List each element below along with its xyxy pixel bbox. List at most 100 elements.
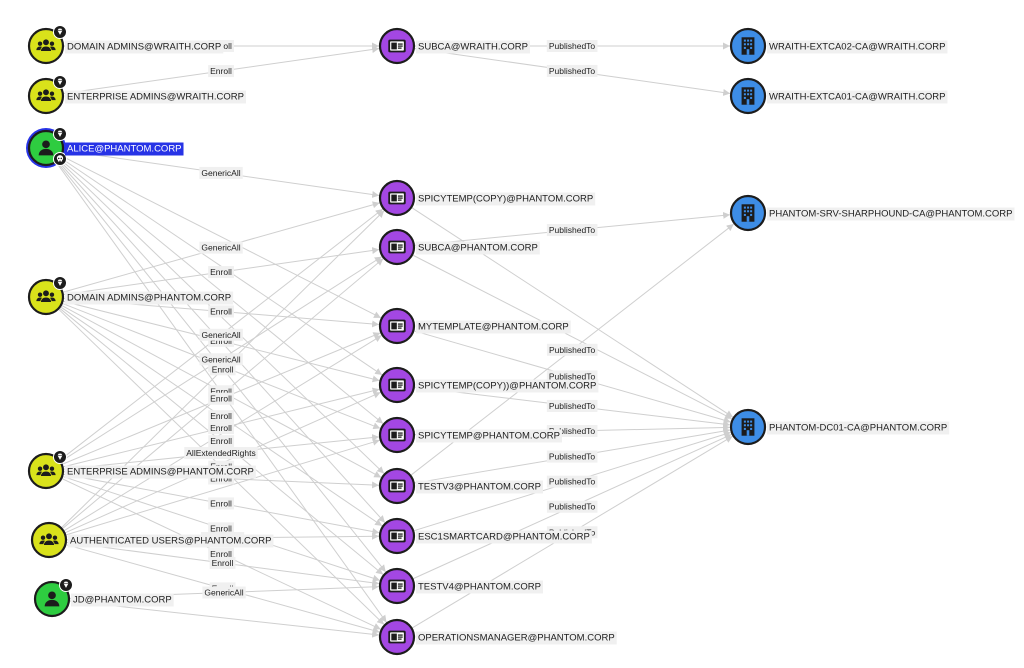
- node-spicytemp-phantom-corp[interactable]: SPICYTEMP@PHANTOM.CORP: [378, 416, 562, 454]
- edge-label-background: [202, 586, 246, 599]
- node-wraith-extca02-ca-wraith-corp[interactable]: WRAITH-EXTCA02-CA@WRAITH.CORP: [729, 27, 948, 65]
- edge-label-background: [546, 450, 598, 463]
- node-wraith-extca01-ca-wraith-corp[interactable]: WRAITH-EXTCA01-CA@WRAITH.CORP: [729, 77, 948, 115]
- node-label-background: [68, 534, 274, 548]
- node-label-background: [416, 580, 543, 594]
- node-label-background: [416, 480, 543, 494]
- gem-icon: [59, 578, 73, 592]
- node-label-text: DOMAIN ADMINS@WRAITH.CORP: [67, 42, 221, 53]
- node-label-text: SUBCA@PHANTOM.CORP: [418, 243, 538, 254]
- node-label: AUTHENTICATED USERS@PHANTOM.CORP: [68, 534, 274, 548]
- node-spicytemp-copy-phantom-corp[interactable]: SPICYTEMP(COPY)@PHANTOM.CORP: [378, 179, 596, 217]
- edge-label-enroll: Enroll: [208, 305, 234, 318]
- node-label: WRAITH-EXTCA02-CA@WRAITH.CORP: [767, 40, 948, 54]
- node-label-background: [65, 40, 224, 54]
- node-label: SUBCA@PHANTOM.CORP: [416, 241, 540, 255]
- edge-auth_users-to-spicytemp[interactable]: [65, 438, 380, 536]
- node-label: ENTERPRISE ADMINS@PHANTOM.CORP: [65, 465, 256, 479]
- edge-subca_phantom-to-dc01_ca[interactable]: [411, 254, 733, 420]
- edge-label-publishedto: PublishedTo: [546, 64, 598, 77]
- node-phantom-srv-sharphound-ca-phantom-corp[interactable]: PHANTOM-SRV-SHARPHOUND-CA@PHANTOM.CORP: [729, 194, 1015, 232]
- id-card-icon: [388, 479, 406, 493]
- node-label-text: OPERATIONSMANAGER@PHANTOM.CORP: [418, 633, 615, 644]
- id-card-icon: [388, 579, 406, 593]
- node-label-text: WRAITH-EXTCA02-CA@WRAITH.CORP: [769, 42, 945, 53]
- edge-label-background: [184, 447, 258, 460]
- node-domain-admins-phantom-corp[interactable]: DOMAIN ADMINS@PHANTOM.CORP: [27, 276, 234, 316]
- node-label: DOMAIN ADMINS@WRAITH.CORP: [65, 40, 224, 54]
- edge-label-enroll: Enroll: [209, 556, 236, 569]
- edge-label-text: AllExtendedRights: [186, 448, 255, 458]
- edge-label-text: GenericAll: [204, 588, 243, 598]
- edge-label-genericall: GenericAll: [202, 586, 246, 599]
- node-label: SPICYTEMP(COPY))@PHANTOM.CORP: [416, 379, 599, 393]
- edge-label-background: [208, 266, 234, 279]
- node-label: SPICYTEMP(COPY)@PHANTOM.CORP: [416, 192, 596, 206]
- id-card-icon: [388, 240, 406, 254]
- edge-label-text: Enroll: [210, 267, 232, 277]
- edge-label-background: [546, 343, 598, 356]
- node-testv4-phantom-corp[interactable]: TESTV4@PHANTOM.CORP: [378, 567, 543, 605]
- node-spicytemp-copy-phantom-corp[interactable]: SPICYTEMP(COPY))@PHANTOM.CORP: [378, 366, 599, 404]
- edge-label-text: PublishedTo: [549, 345, 596, 355]
- edge-label-background: [209, 556, 236, 569]
- node-authenticated-users-phantom-corp[interactable]: AUTHENTICATED USERS@PHANTOM.CORP: [30, 521, 274, 559]
- node-mytemplate-phantom-corp[interactable]: MYTEMPLATE@PHANTOM.CORP: [378, 307, 571, 345]
- node-operationsmanager-phantom-corp[interactable]: OPERATIONSMANAGER@PHANTOM.CORP: [378, 618, 617, 656]
- edge-label-genericall: GenericAll: [199, 353, 243, 366]
- node-label-background: [767, 421, 950, 435]
- node-enterprise-admins-phantom-corp[interactable]: ENTERPRISE ADMINS@PHANTOM.CORP: [27, 450, 256, 490]
- node-label-text: SPICYTEMP(COPY))@PHANTOM.CORP: [418, 381, 596, 392]
- edge-label-text: PublishedTo: [549, 401, 596, 411]
- node-circle: [27, 27, 65, 65]
- id-card-icon: [388, 39, 406, 53]
- node-testv3-phantom-corp[interactable]: TESTV3@PHANTOM.CORP: [378, 467, 543, 505]
- edge-label-background: [208, 305, 234, 318]
- node-circle: [27, 452, 65, 490]
- edge-label-enroll: Enroll: [208, 522, 235, 535]
- node-enterprise-admins-wraith-corp[interactable]: ENTERPRISE ADMINS@WRAITH.CORP: [27, 75, 246, 115]
- edge-label-background: [546, 64, 598, 77]
- edge-jd-to-opsmgr[interactable]: [68, 600, 380, 638]
- node-label-background: [416, 40, 530, 54]
- edge-label-allextendedrights: AllExtendedRights: [184, 447, 258, 460]
- id-card-icon: [388, 319, 406, 333]
- edge-label-enroll: Enroll: [208, 65, 234, 78]
- edge-label-text: GenericAll: [201, 330, 240, 340]
- node-label-background: [767, 207, 1015, 221]
- edge-alice-to-spicytemp[interactable]: [58, 158, 384, 424]
- id-card-icon: [388, 428, 406, 442]
- node-label-text: DOMAIN ADMINS@PHANTOM.CORP: [67, 293, 231, 304]
- building-icon: [741, 204, 755, 222]
- node-domain-admins-wraith-corp[interactable]: DOMAIN ADMINS@WRAITH.CORP: [27, 25, 224, 65]
- node-label: TESTV4@PHANTOM.CORP: [416, 580, 543, 594]
- node-label: WRAITH-EXTCA01-CA@WRAITH.CORP: [767, 90, 948, 104]
- edge-label-background: [209, 363, 236, 376]
- node-jd-phantom-corp[interactable]: JD@PHANTOM.CORP: [33, 578, 174, 618]
- node-alice-phantom-corp[interactable]: ALICE@PHANTOM.CORP: [26, 127, 184, 169]
- node-circle: [27, 77, 65, 115]
- node-label: SPICYTEMP@PHANTOM.CORP: [416, 429, 562, 443]
- edge-label-enroll: Enroll: [208, 547, 235, 560]
- edge-label-background: [546, 224, 598, 237]
- node-esc1smartcard-phantom-corp[interactable]: ESC1SMARTCARD@PHANTOM.CORP: [378, 517, 592, 555]
- edge-label-background: [199, 328, 243, 341]
- id-card-icon: [388, 378, 406, 392]
- edge-label-publishedto: PublishedTo: [546, 224, 598, 237]
- node-subca-phantom-corp[interactable]: SUBCA@PHANTOM.CORP: [378, 228, 540, 266]
- edge-label-text: Enroll: [210, 549, 232, 559]
- edge-label-text: Enroll: [212, 364, 234, 374]
- edge-label-enroll: Enroll: [208, 422, 234, 435]
- node-label-background: [416, 320, 571, 334]
- node-label-text: ESC1SMARTCARD@PHANTOM.CORP: [418, 532, 590, 543]
- edge-label-text: GenericAll: [201, 168, 240, 178]
- edge-label-background: [208, 522, 235, 535]
- node-subca-wraith-corp[interactable]: SUBCA@WRAITH.CORP: [378, 27, 530, 65]
- edge-label-text: Enroll: [210, 523, 232, 533]
- node-label-background: [416, 192, 596, 206]
- node-label-background: [416, 530, 592, 544]
- node-label-background: [416, 429, 562, 443]
- node-phantom-dc01-ca-phantom-corp[interactable]: PHANTOM-DC01-CA@PHANTOM.CORP: [729, 408, 950, 446]
- id-card-icon: [388, 630, 406, 644]
